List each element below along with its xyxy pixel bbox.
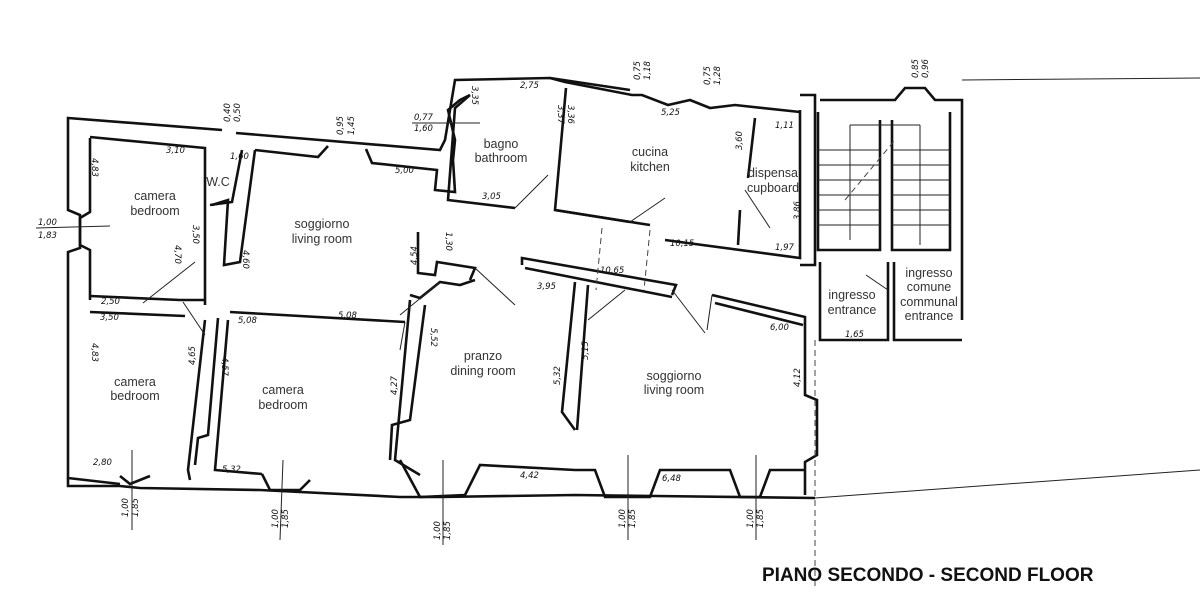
room-label: bedroom <box>258 398 307 412</box>
dimension: 1,65 <box>845 330 864 340</box>
dimension: 5,15 <box>581 341 591 360</box>
dimension: 1,60 <box>230 152 249 162</box>
room-label: cupboard <box>747 181 799 195</box>
dimension: 1,85 <box>281 509 291 528</box>
dimension: 1,45 <box>347 116 357 135</box>
dimension: 1,85 <box>756 509 766 528</box>
room-label: bagno <box>484 137 519 151</box>
dimension: 4,83 <box>89 343 99 362</box>
dimension: 1,28 <box>713 65 723 85</box>
room-label: soggiorno <box>647 369 702 383</box>
dimension: 5,08 <box>238 316 258 326</box>
dimension: 3,60 <box>735 131 745 150</box>
room-label: camera <box>262 383 304 397</box>
dimension: 5,00 <box>395 166 414 176</box>
room-label: entrance <box>905 309 954 323</box>
dimension: 3,05 <box>482 192 501 202</box>
dimension: 3,95 <box>537 282 556 292</box>
room-label: comune <box>907 280 952 294</box>
dimension: 0,75 <box>633 61 643 80</box>
room-label: communal <box>900 295 958 309</box>
room-labels: camera bedroom W.C soggiorno living room… <box>110 137 958 412</box>
dimension: 1,00 <box>618 509 628 528</box>
room-label: camera <box>134 189 176 203</box>
room-label: ingresso <box>905 266 952 280</box>
dimension: 1,85 <box>443 521 453 540</box>
dimension: 0,75 <box>703 66 713 85</box>
room-label: living room <box>644 383 704 397</box>
room-label-wc: W.C <box>206 175 230 189</box>
dimension: 1,18 <box>643 60 653 80</box>
dimension: 4,54 <box>410 246 420 265</box>
dimension: 5,32 <box>222 465 241 475</box>
plan-title: PIANO SECONDO - SECOND FLOOR <box>762 565 1094 586</box>
dimension: 3,10 <box>166 146 185 156</box>
room-label: living room <box>292 232 352 246</box>
dimension: 5,25 <box>661 108 680 118</box>
door-swings <box>142 77 1200 590</box>
room-label: bedroom <box>110 389 159 403</box>
dimension: 6,48 <box>662 474 682 484</box>
dimension: 1,30 <box>443 232 453 251</box>
dimension: 1,00 <box>271 509 281 528</box>
dimension: 4,27 <box>390 375 400 395</box>
dimension: 4,57 <box>219 357 229 377</box>
dimension: 3,86 <box>793 200 803 220</box>
dimension: 4,65 <box>188 346 198 365</box>
dimension: 10,65 <box>600 266 624 276</box>
dimension: 2,75 <box>520 81 539 91</box>
dimension: 1,00 <box>746 509 756 528</box>
dimension: 5,32 <box>553 366 563 385</box>
dimension: 1,11 <box>775 121 794 131</box>
dimension: 5,52 <box>428 328 438 347</box>
dimension: 2,50 <box>101 297 120 307</box>
dimension: 10,15 <box>670 239 694 249</box>
dimension: 5,08 <box>338 311 358 321</box>
dimension: 1,00 <box>38 218 57 228</box>
dimension: 2,80 <box>93 458 112 468</box>
room-label: kitchen <box>630 160 670 174</box>
dimension: 6,00 <box>770 323 789 333</box>
dimension: 1,85 <box>131 498 141 517</box>
walls <box>66 76 964 500</box>
dimension: 3,50 <box>100 313 119 323</box>
dimension: 1,85 <box>628 509 638 528</box>
dimension: 4,60 <box>240 250 250 269</box>
dimension: 0,40 <box>223 103 233 122</box>
dimension: 0,85 <box>911 59 921 78</box>
dimension: 0,96 <box>921 58 931 78</box>
room-label: pranzo <box>464 349 502 363</box>
dimension: 1,60 <box>414 124 433 134</box>
room-label: cucina <box>632 145 668 159</box>
dimension: 4,12 <box>793 368 803 387</box>
staircase <box>818 124 950 245</box>
dimension: 0,50 <box>233 103 243 122</box>
room-label: dining room <box>450 364 515 378</box>
dimension-labels: 0,40 0,50 3,10 1,60 4,83 1,00 1,83 3,50 … <box>35 58 931 545</box>
room-label: entrance <box>828 303 877 317</box>
dimension: 4,70 <box>172 245 182 264</box>
dimension: 1,83 <box>38 231 57 241</box>
dimension: 3,50 <box>190 225 200 244</box>
dimension: 3,37 <box>555 105 565 125</box>
dimension: 1,97 <box>775 243 795 253</box>
dimension: 3,36 <box>565 105 575 125</box>
dimension: 1,00 <box>121 498 131 517</box>
dimension: 4,83 <box>89 158 99 177</box>
dimension: 4,42 <box>520 471 539 481</box>
room-label: camera <box>114 375 156 389</box>
room-label: dispensa <box>748 166 798 180</box>
room-label: bathroom <box>475 151 528 165</box>
room-label: bedroom <box>130 204 179 218</box>
dimension: 0,77 <box>414 113 434 123</box>
room-label: ingresso <box>828 288 875 302</box>
room-label: soggiorno <box>295 217 350 231</box>
dimension: 0,95 <box>336 116 346 135</box>
dimension: 1,00 <box>433 521 443 540</box>
dimension: 3,35 <box>469 86 479 105</box>
